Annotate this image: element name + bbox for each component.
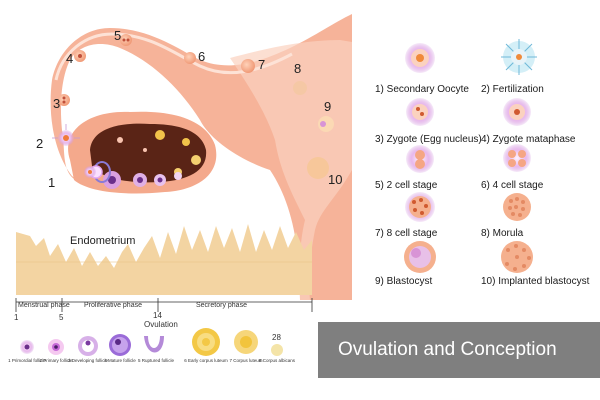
fertilization-icon — [501, 39, 537, 75]
legend-label-2: 2) Fertilization — [481, 84, 544, 95]
stage-number-1: 1 — [48, 175, 55, 190]
secondary-oocyte-icon — [405, 43, 435, 73]
ruptured-follicle-icon — [144, 336, 164, 353]
stage-numbers: 1 2 3 4 5 6 7 8 9 10 — [36, 28, 342, 190]
ovulation-label: Ovulation — [144, 320, 178, 329]
endometrium-label: Endometrium — [70, 235, 135, 247]
zygote-metaphase-icon — [503, 98, 531, 126]
eight-cell-icon — [405, 192, 435, 222]
legend-label-10: 10) Implanted blastocyst — [481, 276, 590, 287]
legend-label-1: 1) Secondary Oocyte — [375, 84, 469, 95]
legend-label-5: 5) 2 cell stage — [375, 180, 438, 191]
follicle-label-6: 6 Early corpus luteum — [184, 358, 228, 363]
primary-follicle-icon — [48, 339, 64, 355]
zygote-egg-nucleus-icon — [406, 98, 434, 126]
stage-number-6: 6 — [198, 49, 205, 64]
follicle-label-3: 3 Developing follicle — [68, 358, 109, 363]
stage-number-7: 7 — [258, 57, 265, 72]
title-banner: Ovulation and Conception — [318, 322, 600, 378]
follicle-label-1: 1 Primordial follicle — [8, 358, 46, 363]
legend-label-8: 8) Morula — [481, 228, 524, 239]
primordial-follicle-icon — [20, 340, 34, 354]
legend-label-9: 9) Blastocyst — [375, 276, 432, 287]
stage-number-9: 9 — [324, 99, 331, 114]
legend-icons — [404, 39, 537, 273]
day-14: 14 — [153, 311, 162, 320]
stage-number-8: 8 — [294, 61, 301, 76]
stage-number-5: 5 — [114, 28, 121, 43]
stage-number-2: 2 — [36, 136, 43, 151]
follicle-label-5: 5 Ruptured follicle — [138, 358, 175, 363]
mature-follicle-icon — [109, 334, 131, 356]
developing-follicle-icon — [78, 336, 98, 356]
follicle-label-2: 2 Primary follicle — [39, 358, 73, 363]
ovary — [68, 111, 217, 194]
follicle-label-7: 7 Corpus luteum — [229, 358, 262, 363]
legend-label-7: 7) 8 cell stage — [375, 228, 438, 239]
follicle-labels: 1 Primordial follicle 2 Primary follicle… — [8, 358, 296, 363]
blastocyst-icon — [404, 241, 436, 273]
title: Ovulation and Conception — [338, 339, 557, 360]
follicle-label-4: 4 Mature follicle — [104, 358, 136, 363]
implanted-blastocyst-icon — [501, 241, 533, 273]
day-5: 5 — [59, 313, 64, 322]
phase-secretory: Secretory phase — [196, 302, 247, 309]
day-marks: 1 5 14 28 — [14, 311, 281, 342]
travelling-cells — [52, 34, 334, 179]
phase-menstrual: Menstrual phase — [18, 302, 70, 309]
phase-proliferative: Proliferative phase — [84, 302, 142, 309]
day-28: 28 — [272, 333, 281, 342]
legend-labels: 1) Secondary Oocyte 2) Fertilization 3) … — [375, 84, 590, 287]
phase-bar — [15, 298, 313, 312]
corpus-albicans-icon — [271, 344, 283, 356]
phase-labels: Menstrual phase Proliferative phase Secr… — [18, 302, 247, 309]
follicle-row — [20, 328, 283, 356]
day-1: 1 — [14, 313, 19, 322]
legend-label-6: 6) 4 cell stage — [481, 180, 544, 191]
stage-number-10: 10 — [328, 172, 342, 187]
endometrium-strip — [16, 224, 312, 295]
stage-number-4: 4 — [66, 51, 73, 66]
early-corpus-luteum-icon — [192, 328, 220, 356]
corpus-luteum-icon — [234, 330, 258, 354]
two-cell-icon — [406, 145, 434, 173]
morula-icon — [503, 193, 531, 221]
stage-number-3: 3 — [53, 96, 60, 111]
follicle-label-8: 8 Corpus albicans — [259, 358, 296, 363]
four-cell-icon — [503, 144, 531, 172]
legend-label-4: 4) Zygote mataphase — [481, 134, 576, 145]
legend-label-3: 3) Zygote (Egg nucleus) — [375, 134, 482, 145]
